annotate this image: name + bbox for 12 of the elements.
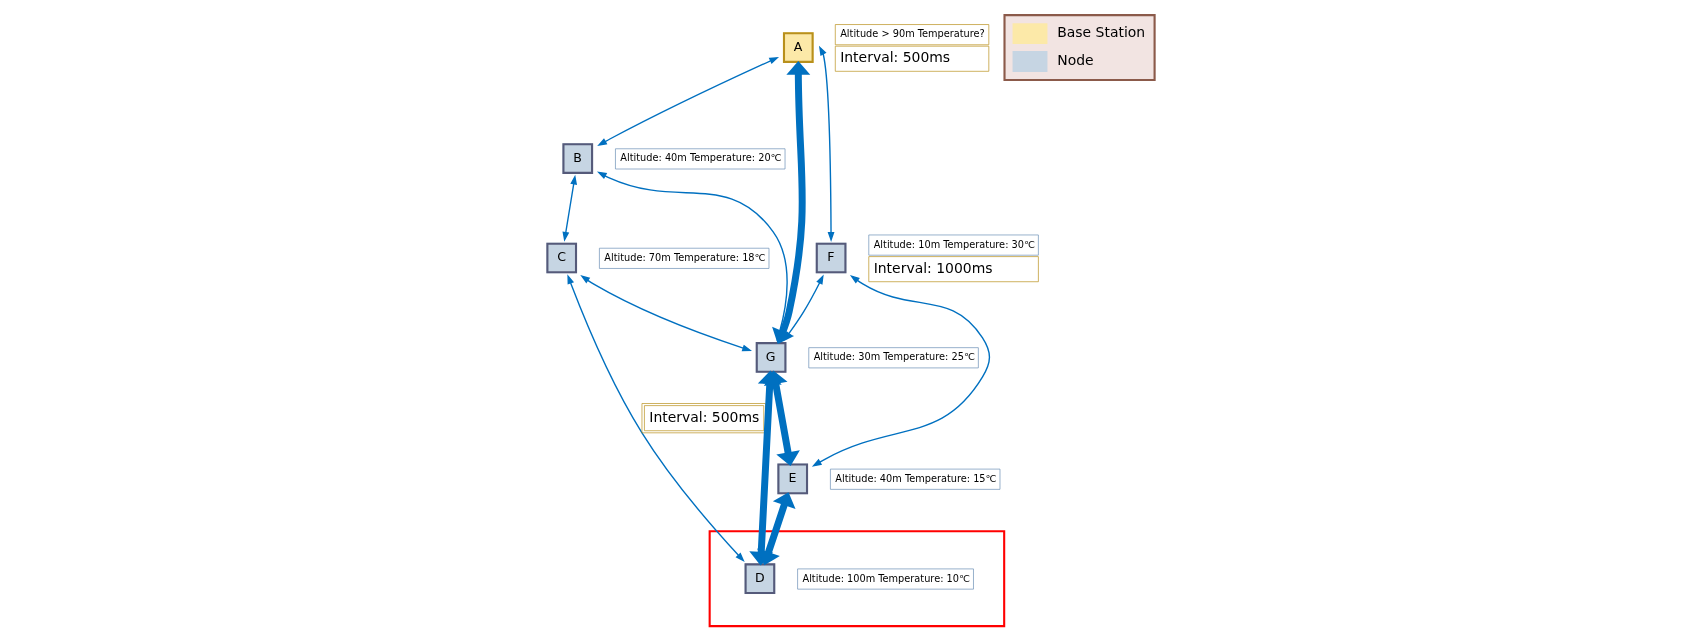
node-label: Interval: 1000ms [873,259,992,276]
node-label: Altitude: 10m Temperature: 30℃ [873,238,1035,250]
edge-label: Interval: 500ms [648,408,759,425]
node-label: Altitude: 30m Temperature: 25℃ [813,351,975,363]
legend-label: Base Station [1056,24,1145,41]
node-label: Altitude: 100m Temperature: 10℃ [801,572,970,584]
node-label: Altitude: 40m Temperature: 15℃ [834,472,997,484]
node-label: Interval: 500ms [839,49,950,66]
node-label: Altitude: 40m Temperature: 20℃ [619,152,782,164]
node-label: Altitude: 70m Temperature: 18℃ [603,251,766,263]
node-label: Altitude > 90m Temperature? [839,28,985,40]
legend-label: Node [1056,52,1094,69]
